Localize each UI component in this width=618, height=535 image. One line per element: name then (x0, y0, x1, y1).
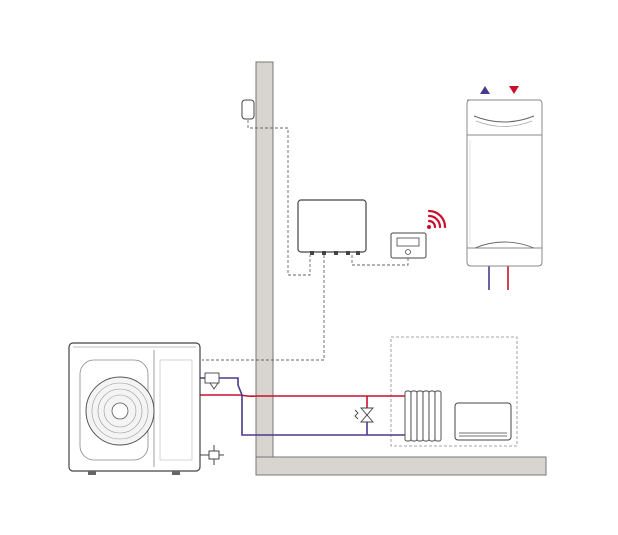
indoor-heating-zone (390, 336, 518, 447)
return-pipe (176, 377, 405, 436)
radiator-icon (404, 390, 442, 442)
building-structure (255, 61, 547, 476)
air-out-arrow-icon (509, 86, 519, 94)
drain-valve-icon (205, 445, 224, 465)
water-heater-tank-icon (466, 86, 543, 267)
air-in-arrow-icon (480, 86, 490, 94)
heat-pump-outdoor-unit-icon (68, 342, 201, 475)
unit-wire (202, 255, 325, 361)
wall (255, 61, 274, 473)
floor (255, 456, 547, 476)
fan-coil-icon (454, 402, 512, 441)
outdoor-sensor-icon (241, 99, 255, 120)
valve-icon (354, 407, 374, 423)
sensor-wire (247, 120, 311, 276)
thermostat-wire (351, 255, 409, 266)
thermostat-icon (390, 232, 427, 259)
electrical-wiring (202, 120, 409, 361)
filter-icon (204, 372, 220, 390)
hydraulic-circuit (176, 262, 509, 456)
wifi-signal-icon (427, 209, 447, 229)
flow-pipe (176, 394, 405, 398)
control-box-icon (297, 199, 367, 255)
